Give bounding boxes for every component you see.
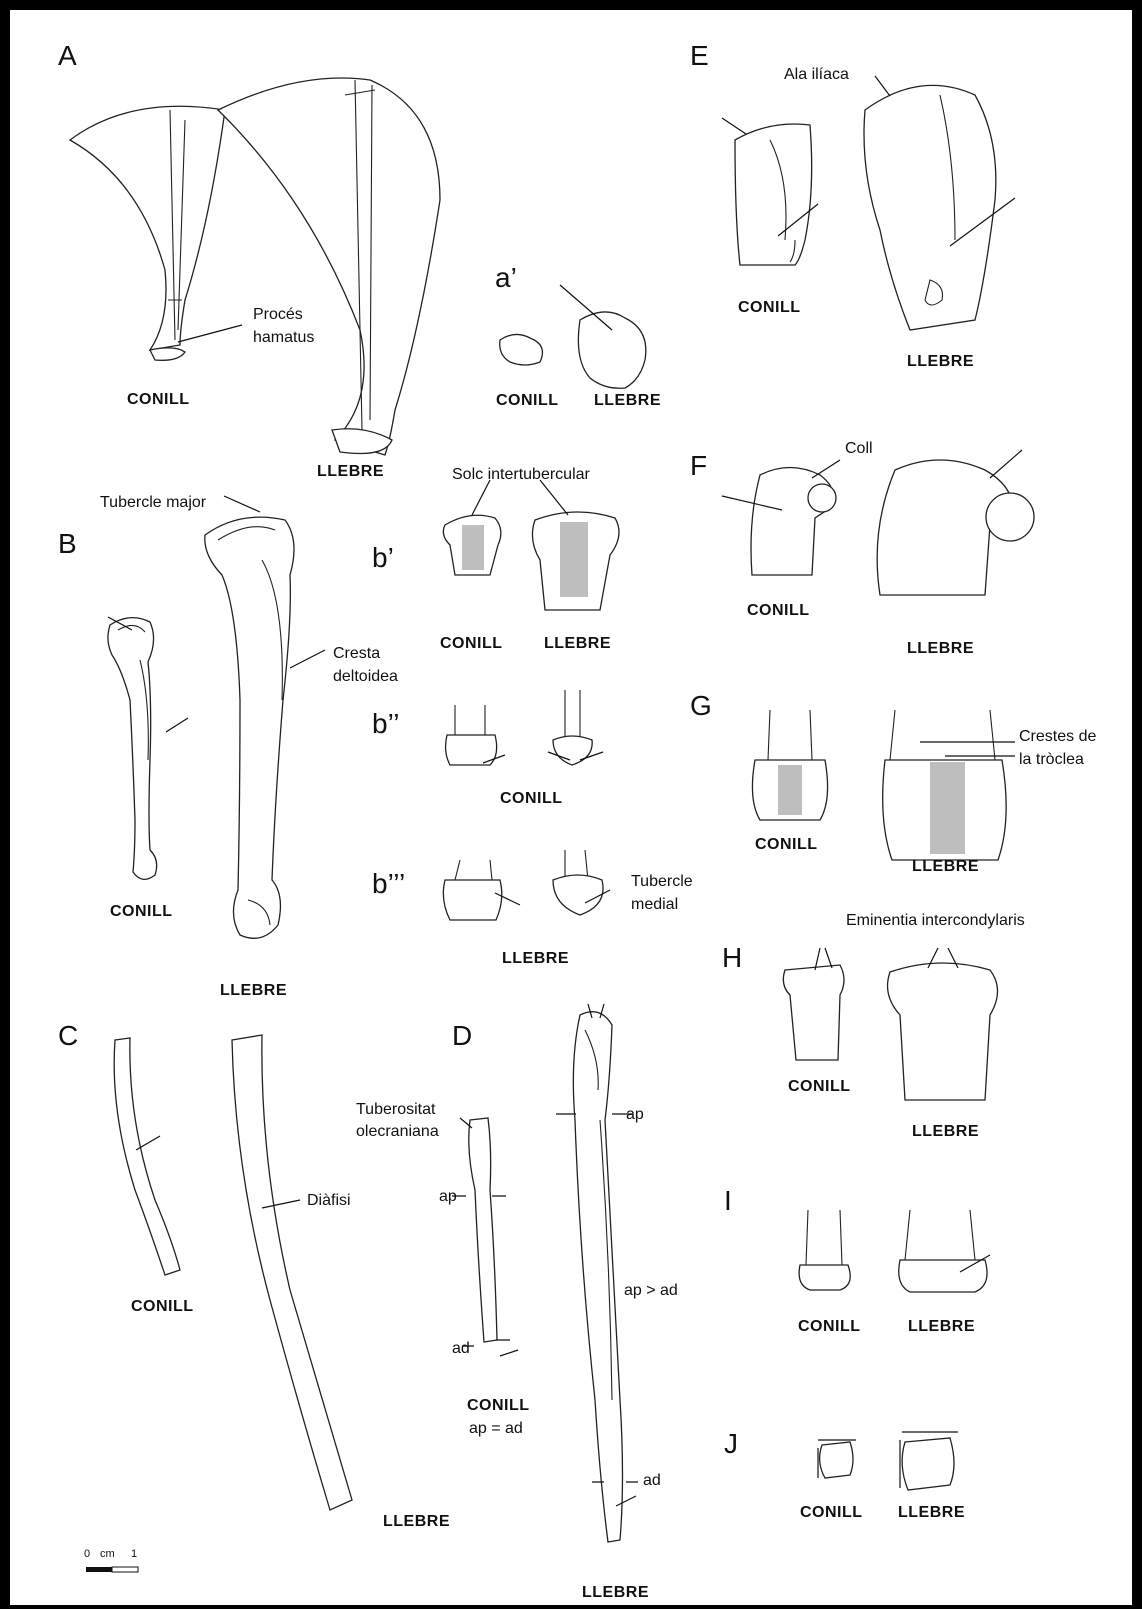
label-llebre-b: LLEBRE	[220, 982, 287, 1000]
panel-label-b-triple-prime: b’’’	[372, 868, 405, 900]
femur-distal-hare-drawing	[883, 710, 1015, 860]
label-conill-e: CONILL	[738, 299, 801, 317]
humerus-distal-hare-drawing	[443, 860, 501, 920]
annotation-ap-gt-ad: ap > ad	[624, 1282, 678, 1300]
label-conill-a: CONILL	[127, 391, 190, 409]
label-conill-b-prime: CONILL	[440, 635, 503, 653]
panel-label-c: C	[58, 1020, 78, 1052]
annotation-tubercle: Tubercle	[631, 873, 693, 891]
label-llebre-a-prime: LLEBRE	[594, 392, 661, 410]
annotation-medial: medial	[631, 896, 678, 914]
radius-rabbit-drawing	[114, 1038, 180, 1275]
panel-label-b-prime: b’	[372, 542, 394, 574]
annotation-eminentia-intercondylaris: Eminentia intercondylaris	[846, 912, 1025, 930]
femur-hare-drawing	[877, 450, 1034, 595]
annotation-ap-eq-ad: ap = ad	[469, 1420, 523, 1438]
label-llebre-i: LLEBRE	[908, 1318, 975, 1336]
label-conill-i: CONILL	[798, 1318, 861, 1336]
label-llebre-a: LLEBRE	[317, 463, 384, 481]
label-conill-b: CONILL	[110, 903, 173, 921]
label-llebre-h: LLEBRE	[912, 1123, 979, 1141]
panel-label-j: J	[724, 1428, 738, 1460]
talus-hare-drawing	[900, 1432, 958, 1490]
radius-hare-drawing	[232, 1035, 352, 1510]
annotation-ap-hare: ap	[626, 1106, 644, 1124]
panel-label-a-prime: a’	[495, 262, 517, 294]
scale-bar	[86, 1567, 138, 1572]
label-llebre-c: LLEBRE	[383, 1513, 450, 1531]
label-conill-a-prime: CONILL	[496, 392, 559, 410]
label-llebre-d: LLEBRE	[582, 1584, 649, 1602]
panel-label-h: H	[722, 942, 742, 974]
scale-bar-zero: 0	[84, 1548, 90, 1561]
ulna-hare-drawing	[556, 1004, 638, 1542]
scale-bar-one: 1	[131, 1548, 137, 1561]
pelvis-rabbit-drawing	[722, 118, 818, 265]
label-conill-c: CONILL	[131, 1298, 194, 1316]
humerus-distal-caudal-hare-drawing	[553, 850, 603, 915]
label-conill-h: CONILL	[788, 1078, 851, 1096]
panel-label-g: G	[690, 690, 712, 722]
annotation-ad-rabbit: ad	[452, 1340, 470, 1358]
humerus-distal-caudal-rabbit-drawing	[553, 690, 592, 765]
label-llebre-b-prime: LLEBRE	[544, 635, 611, 653]
panel-label-b-double-prime: b’’	[372, 708, 400, 740]
annotation-olecraniana: olecraniana	[356, 1123, 439, 1141]
label-conill-g: CONILL	[755, 836, 818, 854]
annotation-proces: Procés	[253, 306, 303, 324]
humerus-proximal-rabbit-drawing	[443, 515, 501, 575]
annotation-solc-intertubercular: Solc intertubercular	[452, 466, 590, 484]
annotation-deltoidea: deltoidea	[333, 668, 398, 686]
panel-label-b: B	[58, 528, 77, 560]
annotation-crestes-de: Crestes de	[1019, 728, 1096, 746]
panel-label-d: D	[452, 1020, 472, 1052]
annotation-tuberositat: Tuberositat	[356, 1101, 435, 1119]
ulna-rabbit-drawing	[452, 1118, 518, 1356]
annotation-cresta: Cresta	[333, 645, 380, 663]
humerus-proximal-hare-drawing	[532, 512, 619, 610]
panel-label-i: I	[724, 1185, 732, 1217]
scale-bar-unit: cm	[100, 1548, 115, 1561]
label-llebre-f: LLEBRE	[907, 640, 974, 658]
tibia-proximal-hare-drawing	[888, 948, 998, 1100]
label-conill-b-double-prime: CONILL	[500, 790, 563, 808]
humerus-rabbit-drawing	[108, 618, 157, 880]
annotation-ala-iliaca: Ala ilíaca	[784, 66, 849, 84]
humerus-hare-drawing	[205, 517, 294, 938]
panel-label-f: F	[690, 450, 707, 482]
annotation-tubercle-major: Tubercle major	[100, 494, 206, 512]
talus-rabbit-drawing	[818, 1440, 856, 1478]
scapula-glenoid-hare-drawing	[578, 312, 645, 388]
tibia-distal-hare-drawing	[899, 1210, 990, 1292]
label-conill-j: CONILL	[800, 1504, 863, 1522]
pelvis-hare-drawing	[864, 76, 1015, 330]
label-conill-d: CONILL	[467, 1397, 530, 1415]
femur-rabbit-drawing	[722, 460, 840, 575]
annotation-ap-rabbit: ap	[439, 1188, 457, 1206]
annotation-hamatus: hamatus	[253, 329, 314, 347]
label-llebre-j: LLEBRE	[898, 1504, 965, 1522]
label-llebre-e: LLEBRE	[907, 353, 974, 371]
panel-label-a: A	[58, 40, 77, 72]
scapula-hare-drawing	[218, 78, 440, 455]
panel-label-e: E	[690, 40, 709, 72]
scapula-rabbit-drawing	[70, 106, 225, 360]
annotation-coll: Coll	[845, 440, 873, 458]
label-llebre-g: LLEBRE	[912, 858, 979, 876]
femur-distal-rabbit-drawing	[752, 710, 827, 820]
tibia-proximal-rabbit-drawing	[783, 948, 844, 1060]
humerus-distal-rabbit-drawing	[446, 705, 497, 765]
label-llebre-b-triple-prime: LLEBRE	[502, 950, 569, 968]
scapula-glenoid-rabbit-drawing	[500, 334, 543, 365]
tibia-distal-rabbit-drawing	[799, 1210, 850, 1290]
annotation-ad-hare: ad	[643, 1472, 661, 1490]
annotation-diafisi: Diàfisi	[307, 1192, 351, 1210]
annotation-la-troclea: la tròclea	[1019, 751, 1084, 769]
label-conill-f: CONILL	[747, 602, 810, 620]
